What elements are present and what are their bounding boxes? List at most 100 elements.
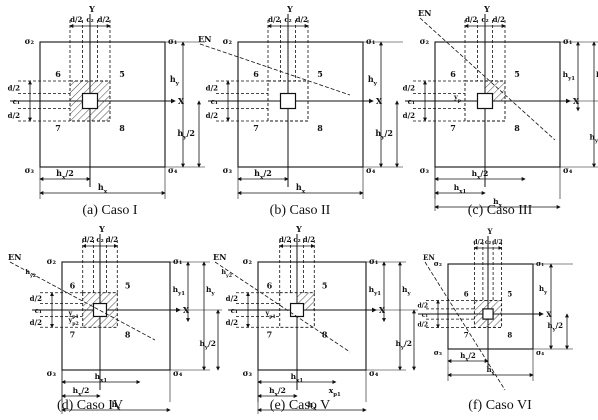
region-7: 7 [464,331,469,340]
critical-perimeter [82,292,118,328]
footing-outline [237,41,364,168]
bottom-dim-2: hx [308,400,317,412]
bottom-dim-1: hx/2 [73,386,90,398]
footing-outline [257,261,367,371]
bottom-dim-hx: hx [98,182,108,195]
region-7: 7 [267,329,273,339]
bottom-dim-3: xp1 [329,386,341,398]
region-5: 5 [125,281,131,291]
top-dim-2: d/2 [492,239,503,246]
corner-sigma4: σ₄ [369,368,379,378]
bottom-dim-0: hx1 [291,372,304,384]
y-axis-label: Y [487,227,494,236]
extra-label-0: hy2 [25,268,36,279]
region-5: 5 [119,69,125,79]
corner-sigma3: σ₃ [243,368,253,378]
corner-sigma4: σ₄ [173,368,183,378]
left-dim-1: c₁ [13,97,20,106]
right-dim-hy: hy [206,285,215,297]
corner-sigma2: σ₂ [420,36,430,46]
neutral-axis [424,261,506,391]
top-dim-0: d/2 [473,239,484,246]
top-dim-1: c₂ [293,235,300,244]
top-dim-1: c₂ [485,239,492,246]
critical-perimeter [267,80,309,122]
region-8: 8 [322,329,328,339]
right-dim-hy1: hy1 [369,285,382,297]
right-dim-hy-half: hy/2 [395,339,412,351]
region-7: 7 [55,123,61,133]
extra-label-2: yp2 [67,316,78,327]
left-dim-1: c₁ [35,306,42,315]
right-dim-hy-half: hy/2 [177,128,195,141]
caption-f: (f) Caso VI [468,398,532,413]
critical-perimeter [473,299,503,329]
caption-a: (a) Caso I [82,203,138,218]
extra-label-1: yp1 [67,309,78,320]
caption-d: (d) Caso IV [56,398,124,413]
region-6: 6 [70,281,76,291]
top-dim-0: d/2 [82,235,94,244]
left-dim-0: d/2 [8,83,20,92]
region-6: 6 [253,69,259,79]
neutral-axis-label: EN [418,8,431,18]
right-dim-hy-half: hy/2 [199,339,216,351]
neutral-axis [214,261,351,353]
bottom-dim-hx-half: hx/2 [56,168,74,181]
corner-sigma4: σ₄ [168,165,178,175]
corner-sigma1: σ₁ [369,256,378,266]
region-6: 6 [267,281,273,291]
y-axis-label: Y [295,224,302,234]
corner-sigma2: σ₂ [25,36,35,46]
corner-sigma2: σ₂ [47,256,57,266]
top-dim-2: d/2 [106,235,118,244]
region-5: 5 [317,69,323,79]
left-dim-1: c₁ [408,97,415,106]
left-dim-2: d/2 [30,318,42,327]
right-dim-hy: hy [402,285,411,297]
left-dim-1: c₁ [231,306,238,315]
corner-sigma2: σ₂ [223,36,233,46]
bottom-dim-0: hx1 [95,372,108,384]
column-section [289,302,305,318]
region-6: 6 [464,289,469,298]
corner-sigma2: σ₂ [243,256,253,266]
left-dim-2: d/2 [417,321,428,328]
corner-sigma1: σ₁ [168,36,177,46]
neutral-axis-label: EN [8,252,21,262]
x-axis-label: X [178,96,185,106]
x-axis-label: X [376,96,383,106]
top-dim-2: d/2 [493,15,505,24]
region-5: 5 [322,281,328,291]
region-8: 8 [125,329,131,339]
region-8: 8 [119,123,125,133]
critical-perimeter [69,80,111,122]
top-dim-0: d/2 [465,15,477,24]
y-axis-label: Y [98,224,105,234]
extra-label-0: yp [453,93,462,104]
left-dim-0: d/2 [30,294,42,303]
y-axis-label: Y [286,4,293,14]
left-dim-0: d/2 [226,294,238,303]
region-7: 7 [70,329,76,339]
corner-sigma1: σ₁ [173,256,182,266]
neutral-axis [419,17,556,141]
right-dim-hy1: hy1 [173,285,186,297]
corner-sigma4: σ₄ [366,165,376,175]
top-dim-0: d/2 [70,15,82,24]
footing-outline [434,41,561,168]
left-dim-0: d/2 [417,303,428,310]
top-dim-2: d/2 [303,235,315,244]
region-7: 7 [253,123,259,133]
footing-outline [61,261,171,371]
column-section [482,308,494,320]
left-dim-2: d/2 [8,111,20,120]
extra-label-1: yp1 [264,309,275,320]
left-dim-0: d/2 [403,83,415,92]
